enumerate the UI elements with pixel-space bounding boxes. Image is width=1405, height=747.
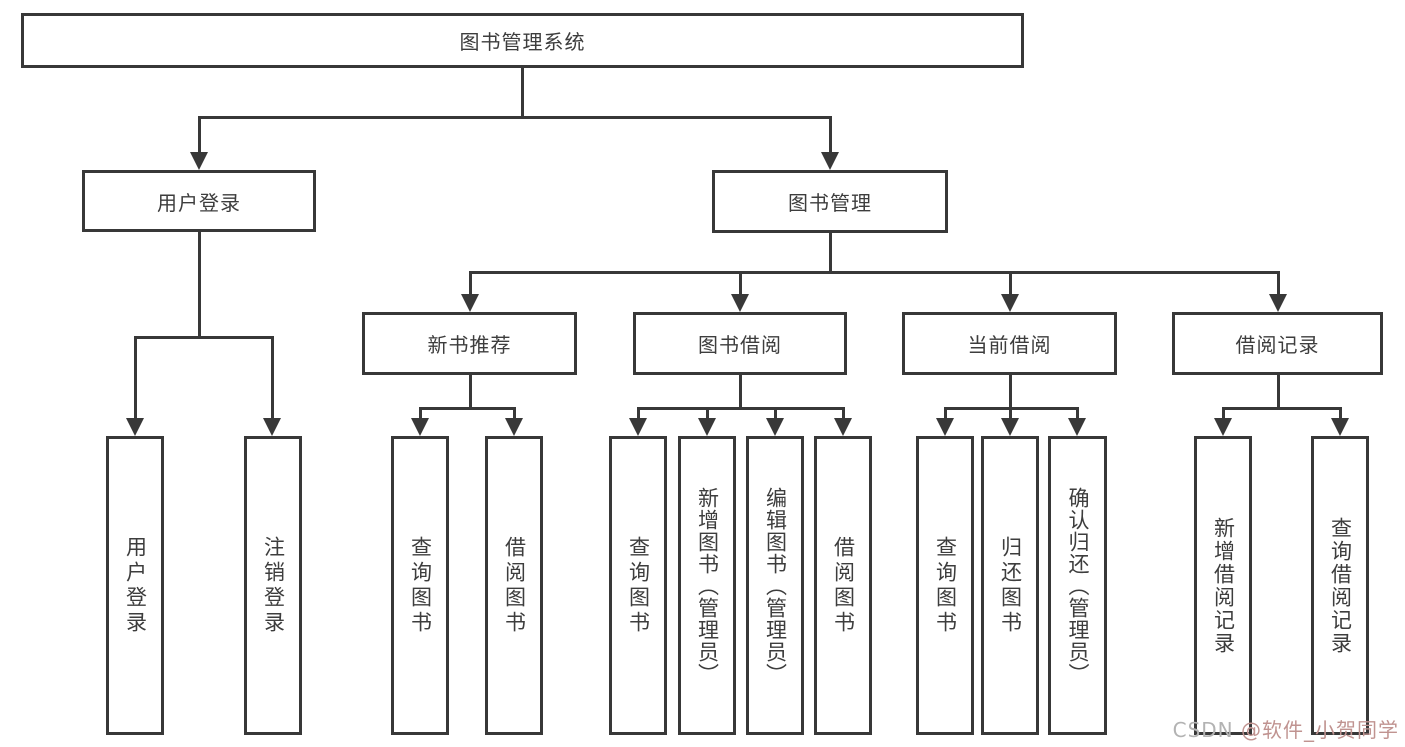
connector-book-borrow-stem: [739, 375, 742, 410]
arrow-book-management: [821, 152, 839, 170]
leaf-query-borrow-record: 查询借阅记录: [1311, 436, 1369, 735]
leaf-query-books-1: 查询图书: [391, 436, 449, 735]
connector-drop-user-login: [198, 116, 201, 154]
arrow-add-book: [698, 418, 716, 436]
node-new-book-recommend-label: 新书推荐: [427, 333, 512, 357]
arrow-user-login: [190, 152, 208, 170]
node-current-borrow: 当前借阅: [902, 312, 1117, 375]
arrow-add-record: [1214, 418, 1232, 436]
arrow-book-borrow: [731, 294, 749, 312]
csdn-watermark-prefix: CSDN: [1172, 718, 1241, 742]
leaf-logout-label: 注销登录: [261, 535, 286, 636]
connector-drop-new-book: [469, 271, 472, 296]
arrow-leaf-logout: [263, 418, 281, 436]
connector-drop-borrow-books-2: [842, 407, 845, 422]
arrow-query-books-1: [411, 418, 429, 436]
leaf-add-borrow-record-label: 新增借阅记录: [1211, 516, 1236, 655]
arrow-return-book: [1001, 418, 1019, 436]
node-book-management-label: 图书管理: [788, 191, 872, 215]
connector-user-login-stem: [198, 232, 201, 338]
node-user-login: 用户登录: [82, 170, 316, 232]
node-user-login-label: 用户登录: [157, 190, 241, 215]
arrow-new-book: [461, 294, 479, 312]
connector-drop-query-record: [1339, 407, 1342, 422]
leaf-edit-book-admin: 编辑图书（管理员）: [746, 436, 804, 735]
leaf-query-books-2: 查询图书: [609, 436, 667, 735]
connector-book-borrow-rail: [637, 407, 844, 410]
node-borrow-records: 借阅记录: [1172, 312, 1383, 375]
csdn-watermark-handle: @软件_小贺同学: [1241, 718, 1399, 742]
connector-drop-query-books-2: [637, 407, 640, 422]
connector-book-management-stem: [829, 233, 832, 273]
connector-level2-rail: [198, 116, 832, 119]
leaf-add-borrow-record: 新增借阅记录: [1194, 436, 1252, 735]
arrow-confirm-return: [1068, 418, 1086, 436]
node-library-system: 图书管理系统: [21, 13, 1024, 68]
node-borrow-records-label: 借阅记录: [1235, 333, 1320, 357]
node-book-borrow: 图书借阅: [633, 312, 847, 375]
arrow-query-books-3: [936, 418, 954, 436]
leaf-query-books-3: 查询图书: [916, 436, 974, 735]
connector-drop-borrow-books-1: [513, 407, 516, 422]
connector-drop-leaf-logout: [271, 336, 274, 420]
connector-drop-current-borrow: [1009, 271, 1012, 296]
leaf-query-books-3-label: 查询图书: [933, 535, 958, 636]
leaf-borrow-books-1: 借阅图书: [485, 436, 543, 735]
connector-user-login-rail: [134, 336, 274, 339]
connector-drop-leaf-login: [134, 336, 137, 420]
connector-drop-book-borrow: [739, 271, 742, 296]
connector-borrow-records-rail: [1222, 407, 1341, 410]
connector-drop-add-book: [706, 407, 709, 422]
arrow-edit-book: [766, 418, 784, 436]
leaf-return-book: 归还图书: [981, 436, 1039, 735]
connector-current-borrow-stem: [1009, 375, 1012, 410]
leaf-borrow-books-2-label: 借阅图书: [831, 535, 856, 636]
connector-root-stem: [521, 68, 524, 118]
arrow-current-borrow: [1001, 294, 1019, 312]
arrow-borrow-books-2: [834, 418, 852, 436]
leaf-borrow-books-1-label: 借阅图书: [502, 535, 527, 636]
connector-drop-add-record: [1222, 407, 1225, 422]
leaf-add-book-admin-label: 新增图书（管理员）: [695, 486, 720, 685]
node-book-borrow-label: 图书借阅: [698, 333, 782, 357]
leaf-query-books-2-label: 查询图书: [626, 535, 651, 636]
leaf-return-book-label: 归还图书: [998, 535, 1023, 636]
leaf-user-login-label: 用户登录: [123, 535, 148, 636]
node-new-book-recommend: 新书推荐: [362, 312, 577, 375]
leaf-edit-book-admin-label: 编辑图书（管理员）: [763, 486, 788, 685]
leaf-confirm-return-admin: 确认归还（管理员）: [1048, 436, 1107, 735]
node-current-borrow-label: 当前借阅: [967, 333, 1052, 357]
connector-drop-confirm-return: [1076, 407, 1079, 422]
leaf-confirm-return-admin-label: 确认归还（管理员）: [1066, 486, 1090, 685]
connector-level3-rail: [469, 271, 1279, 274]
connector-drop-borrow-records: [1277, 271, 1280, 296]
arrow-borrow-records: [1269, 294, 1287, 312]
arrow-borrow-books-1: [505, 418, 523, 436]
node-book-management: 图书管理: [712, 170, 948, 233]
csdn-watermark: CSDN @软件_小贺同学: [1173, 714, 1399, 743]
connector-drop-query-books-3: [944, 407, 947, 422]
connector-new-book-stem: [469, 375, 472, 410]
leaf-borrow-books-2: 借阅图书: [814, 436, 872, 735]
arrow-query-record: [1331, 418, 1349, 436]
arrow-leaf-login: [126, 418, 144, 436]
leaf-query-books-1-label: 查询图书: [408, 535, 433, 636]
connector-drop-query-books-1: [419, 407, 422, 422]
connector-borrow-records-stem: [1277, 375, 1280, 410]
leaf-logout: 注销登录: [244, 436, 302, 735]
leaf-user-login: 用户登录: [106, 436, 164, 735]
node-library-system-label: 图书管理系统: [459, 30, 586, 54]
connector-drop-book-management: [829, 116, 832, 154]
leaf-add-book-admin: 新增图书（管理员）: [678, 436, 736, 735]
connector-new-book-rail: [419, 407, 515, 410]
arrow-query-books-2: [629, 418, 647, 436]
connector-drop-return-book: [1009, 407, 1012, 422]
connector-drop-edit-book: [774, 407, 777, 422]
leaf-query-borrow-record-label: 查询借阅记录: [1328, 516, 1353, 655]
